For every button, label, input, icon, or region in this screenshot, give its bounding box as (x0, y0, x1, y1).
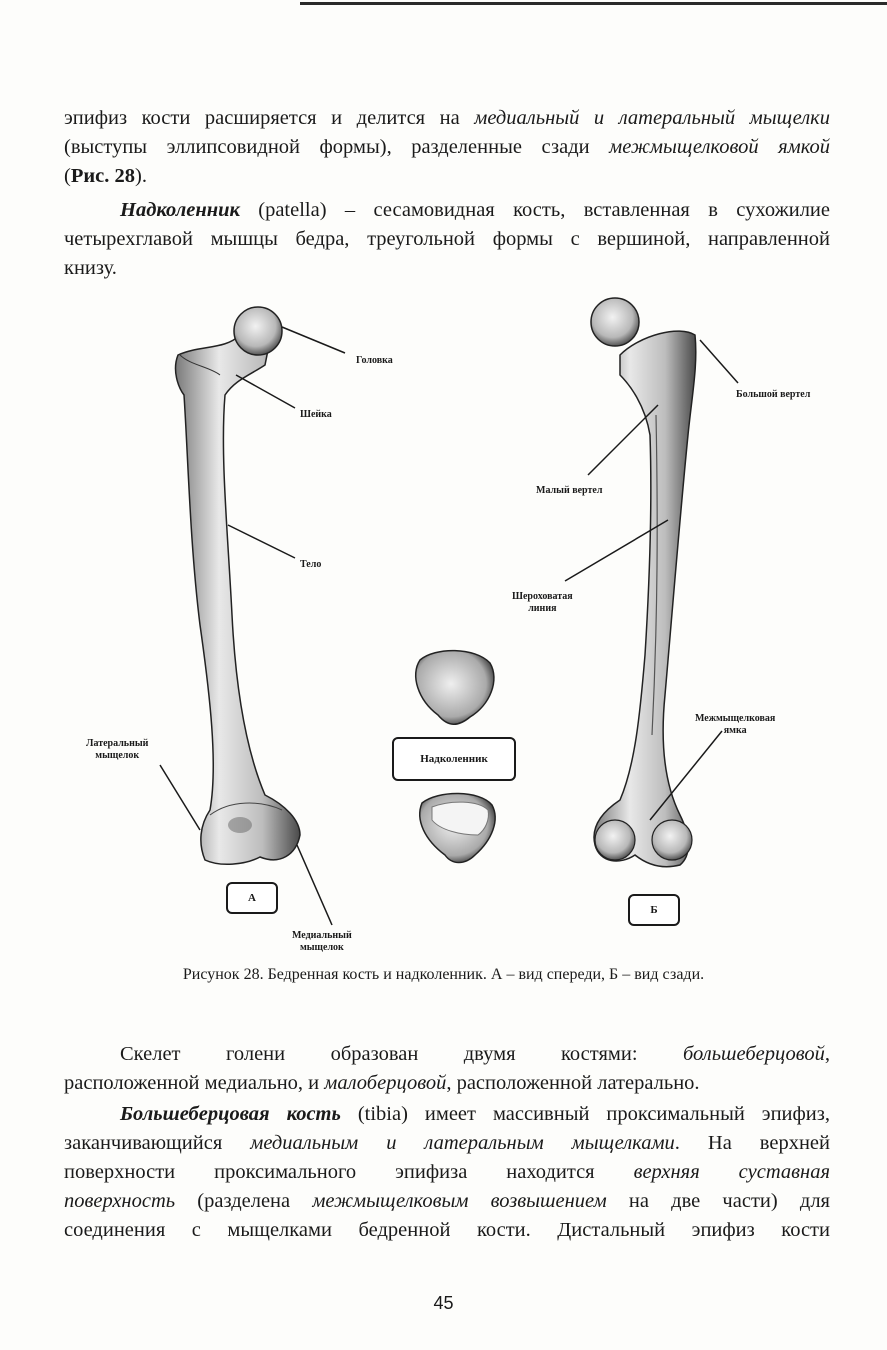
label-line: мыщелок (299, 942, 344, 953)
label-greater-trochanter: Большой вертел (736, 389, 811, 400)
label-shaft: Тело (300, 559, 322, 570)
label-line: Латеральный (86, 738, 149, 749)
text: ( (64, 165, 71, 187)
patella-illustration (415, 649, 496, 864)
paragraph-tibia: Большеберцовая кость (tibia) имеет масси… (64, 1100, 830, 1245)
italic-term: межмыщелковой ямкой (609, 136, 831, 158)
bold-term: Большеберцовая кость (120, 1103, 341, 1125)
text: Скелет голени образован двумя костями: (120, 1043, 683, 1065)
text: четырехглавой мышцы бедра, треугольной ф… (64, 228, 830, 250)
text: поверхности проксимального эпифиза наход… (64, 1161, 634, 1183)
label-lateral-condyle: Латеральный мыщелок (86, 738, 148, 762)
text: на две части) для (606, 1190, 830, 1212)
italic-term: большеберцовой (682, 1043, 825, 1065)
pointer-lines (159, 326, 739, 926)
italic-term: межмыщелковым возвышением (312, 1190, 607, 1212)
label-lesser-trochanter: Малый вертел (536, 485, 603, 496)
bold-term: Надколенник (120, 199, 240, 221)
femoral-head-back (590, 297, 640, 347)
page-number: 45 (433, 1293, 454, 1313)
label-line: Шероховатая (512, 591, 573, 602)
figure-28: Головка Шейка Тело Латеральный мыщелок М… (60, 295, 840, 965)
scan-top-edge (300, 2, 887, 5)
text: , расположенной латерально. (446, 1072, 700, 1094)
label-medial-condyle: Медиальный мыщелок (292, 930, 352, 954)
italic-term: верхняя суставная (633, 1161, 830, 1183)
text: (patella) – сесамовидная кость, вставлен… (239, 199, 830, 221)
label-line: линия (528, 603, 557, 614)
femur-illustration (159, 297, 739, 926)
italic-term: поверхность (64, 1190, 176, 1212)
text: соединения с мыщелками бедренной кости. … (64, 1219, 830, 1241)
label-intercondylar-fossa: Межмыщелковая ямка (695, 713, 775, 737)
text: эпифиз кости расширяется и делится на (64, 107, 475, 129)
femoral-head (233, 306, 283, 356)
figure-reference: Рис. 28 (70, 165, 136, 187)
label-linea-aspera: Шероховатая линия (512, 591, 573, 615)
italic-term: медиальный и латеральный мыщелки (474, 107, 830, 129)
label-line: мыщелок (95, 750, 140, 761)
text: расположенной медиально, и (64, 1072, 325, 1094)
text: . На верхней (674, 1132, 830, 1154)
label-neck: Шейка (300, 409, 332, 420)
label-line: Межмыщелковая (695, 713, 776, 724)
italic-term: малоберцовой (324, 1072, 447, 1094)
text: ). (135, 165, 147, 187)
femur-back-view (590, 297, 697, 868)
text: (разделена (175, 1190, 313, 1212)
label-view-b: Б (628, 894, 680, 926)
label-patella-box: Надколенник (392, 737, 516, 781)
italic-term: медиальным и латеральным мыщелками (250, 1132, 675, 1154)
label-view-a: А (226, 882, 278, 914)
paragraph-epiphysis: эпифиз кости расширяется и делится на ме… (64, 104, 830, 191)
label-line: Медиальный (292, 930, 352, 941)
label-head: Головка (356, 355, 393, 366)
label-line: ямка (723, 725, 747, 736)
text: , (824, 1043, 830, 1065)
text: (выступы эллипсовидной формы), разделенн… (64, 136, 610, 158)
text: заканчивающийся (64, 1132, 251, 1154)
text: книзу. (64, 257, 117, 279)
text: (tibia) имеет массивный проксимальный эп… (340, 1103, 830, 1125)
paragraph-patella: Надколенник (patella) – сесамовидная кос… (64, 196, 830, 283)
paragraph-leg-skeleton: Скелет голени образован двумя костями: б… (64, 1040, 830, 1098)
figure-caption: Рисунок 28. Бедренная кость и надколенни… (182, 966, 705, 983)
femur-front-view (174, 306, 301, 865)
